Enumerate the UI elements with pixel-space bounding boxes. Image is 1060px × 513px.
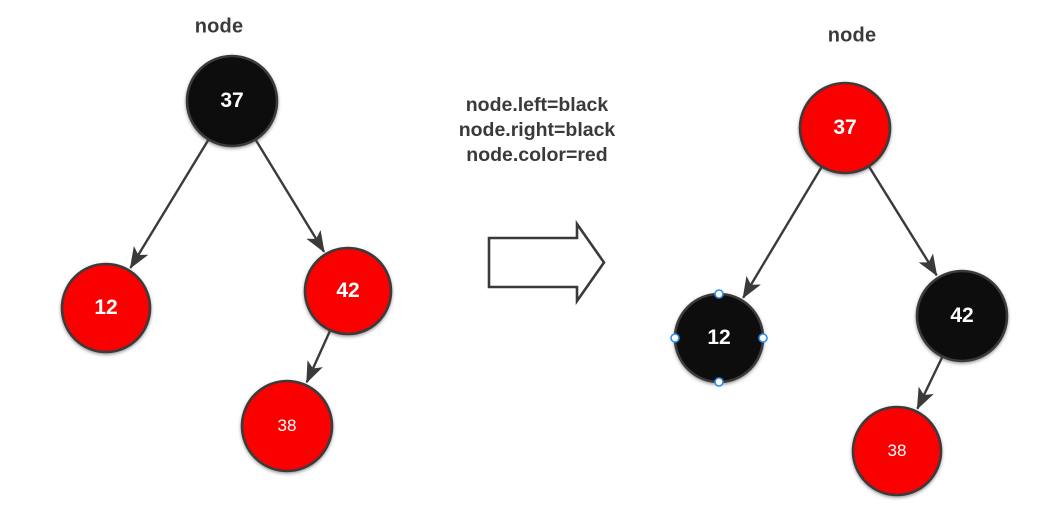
tree-edge-arrow [305,327,333,384]
tree-node-38-red[interactable] [851,405,943,497]
tree-edges [129,137,945,410]
tree-edge-arrow [866,163,938,277]
tree-root-caption: node [194,15,244,38]
selection-handle[interactable] [714,289,724,299]
tree-edge-arrow [916,354,945,410]
transform-block-arrow-icon [487,219,606,306]
condition-text-line: node.color=red [466,144,608,166]
condition-text-line: node.right=black [458,119,616,141]
condition-text-block: node.left=black node.right=black node.colo… [459,93,616,168]
tree-edge-arrow [129,137,211,269]
tree-node-42-black[interactable] [915,269,1009,363]
tree-node-42-red[interactable] [303,246,393,336]
tree-node-12-red[interactable] [60,262,152,354]
selection-handle[interactable] [758,333,768,343]
tree-root-caption: node [827,24,877,47]
tree-edge-arrow [742,164,824,299]
selection-handle[interactable] [670,333,680,343]
tree-node-38-red[interactable] [240,379,334,473]
tree-node-12-black[interactable] [673,292,765,384]
selection-handles[interactable] [670,289,768,387]
tree-node-37-red[interactable] [798,81,892,175]
condition-text-line: node.left=black [465,94,609,116]
selection-handle[interactable] [714,377,724,387]
tree-edge-arrow [253,137,326,253]
tree-node-37-black[interactable] [185,54,279,148]
